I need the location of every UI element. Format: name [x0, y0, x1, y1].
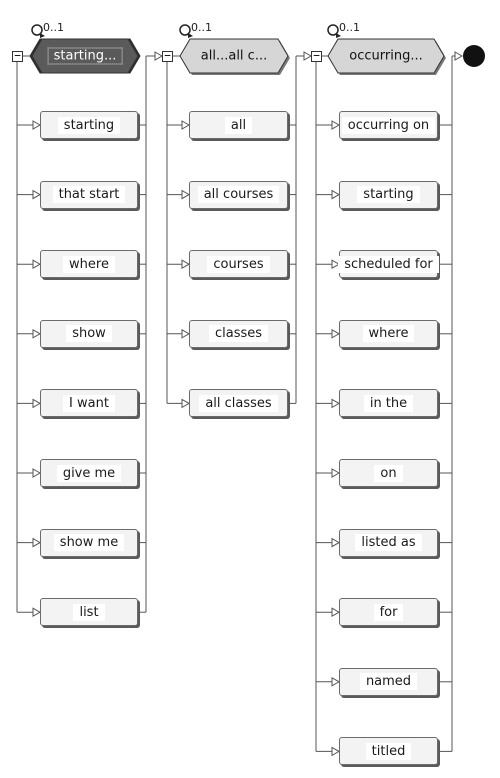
element-node[interactable]: show: [40, 319, 138, 348]
arrow-icon: [454, 51, 464, 61]
arrow-icon: [331, 746, 341, 757]
element-node[interactable]: I want: [40, 389, 138, 418]
element-node[interactable]: where: [339, 319, 438, 348]
element-node[interactable]: all: [189, 111, 288, 139]
collapse-toggle-icon[interactable]: −: [311, 50, 322, 62]
element-node[interactable]: named: [339, 667, 438, 696]
group-label[interactable]: starting...: [47, 47, 123, 65]
element-node-label: listed as: [355, 534, 422, 552]
group-hexagon[interactable]: [179, 38, 289, 74]
element-node-label: starting: [357, 186, 420, 204]
repeat-icon: [31, 24, 43, 36]
arrow-icon: [32, 468, 42, 478]
arrow-icon: [331, 259, 341, 270]
element-node-label: where: [362, 325, 415, 343]
element-node-label: I want: [63, 394, 115, 412]
arrow-icon: [32, 189, 42, 200]
element-node-label: all courses: [197, 186, 280, 204]
arrow-icon: [181, 398, 191, 409]
element-node[interactable]: where: [40, 250, 138, 279]
element-node[interactable]: classes: [189, 319, 288, 348]
repeat-arrow-icon: [336, 33, 341, 38]
element-node[interactable]: starting: [40, 111, 138, 139]
arrow-icon: [331, 607, 341, 618]
group-label[interactable]: occurring...: [349, 48, 423, 64]
arrow-icon: [331, 537, 341, 548]
repeat-icon: [179, 24, 191, 36]
element-node[interactable]: show me: [40, 528, 138, 557]
element-node-label: list: [73, 603, 105, 621]
collapse-toggle-icon[interactable]: −: [162, 50, 173, 62]
element-node-label: show: [66, 325, 112, 343]
arrow-icon: [181, 328, 191, 339]
element-node-label: courses: [207, 255, 270, 273]
occurrence-label: 0..1: [339, 21, 360, 34]
element-node-label: for: [373, 603, 404, 621]
element-node-label: give me: [56, 464, 122, 482]
element-node[interactable]: courses: [189, 250, 288, 279]
element-node-label: classes: [208, 325, 269, 343]
element-node[interactable]: for: [339, 598, 438, 627]
arrow-icon: [154, 51, 164, 61]
element-node[interactable]: occurring on: [339, 111, 438, 139]
arrow-icon: [331, 120, 341, 130]
arrow-icon: [303, 51, 313, 61]
element-node[interactable]: titled: [339, 737, 438, 766]
arrow-icon: [32, 259, 42, 270]
arrow-icon: [181, 259, 191, 270]
element-node[interactable]: all classes: [189, 389, 288, 418]
arrow-icon: [181, 189, 191, 200]
element-node[interactable]: in the: [339, 389, 438, 418]
arrow-icon: [331, 398, 341, 409]
arrow-icon: [32, 398, 42, 409]
element-node[interactable]: on: [339, 459, 438, 487]
element-node-label: scheduled for: [338, 255, 439, 273]
element-node-label: occurring on: [341, 116, 436, 134]
element-node-label: that start: [52, 186, 126, 204]
arrow-icon: [331, 328, 341, 339]
occurrence-label: 0..1: [191, 21, 212, 34]
arrow-icon: [331, 468, 341, 478]
arrow-icon: [32, 607, 42, 618]
element-node[interactable]: give me: [40, 459, 138, 487]
element-node-label: in the: [363, 394, 414, 412]
arrow-icon: [32, 120, 42, 130]
element-node-label: named: [359, 673, 418, 691]
element-node-label: where: [63, 255, 115, 273]
repeat-arrow-icon: [40, 33, 45, 38]
element-node[interactable]: starting: [339, 180, 438, 209]
group-hexagon[interactable]: [327, 38, 445, 74]
collapse-toggle-icon[interactable]: −: [12, 50, 23, 62]
end-terminator-icon: [463, 45, 485, 67]
element-node[interactable]: all courses: [189, 180, 288, 209]
element-node[interactable]: that start: [40, 180, 138, 209]
element-node-label: titled: [365, 742, 412, 760]
group-label[interactable]: all...all c...: [200, 48, 268, 64]
element-node-label: all: [224, 116, 253, 134]
arrow-icon: [181, 120, 191, 130]
element-node-label: on: [374, 464, 403, 482]
repeat-icon: [327, 24, 339, 36]
occurrence-label: 0..1: [43, 21, 64, 34]
element-node[interactable]: scheduled for: [338, 250, 439, 279]
arrow-icon: [331, 676, 341, 687]
arrow-icon: [32, 537, 42, 548]
arrow-icon: [331, 189, 341, 200]
element-node-label: show me: [53, 534, 125, 552]
element-node[interactable]: listed as: [339, 528, 438, 557]
element-node-label: starting: [57, 116, 121, 134]
element-node-label: all classes: [199, 394, 278, 412]
element-node[interactable]: list: [40, 598, 138, 627]
repeat-arrow-icon: [188, 33, 193, 38]
arrow-icon: [32, 328, 42, 339]
